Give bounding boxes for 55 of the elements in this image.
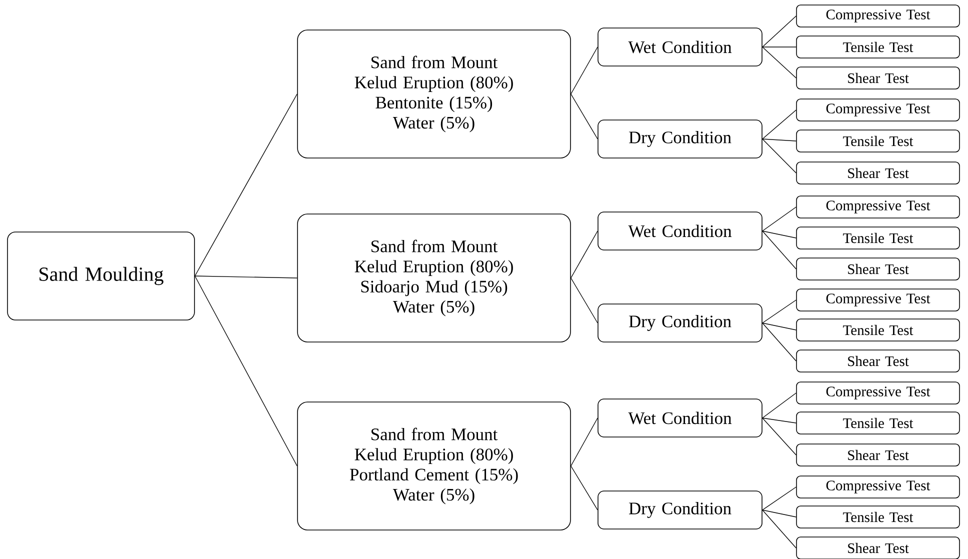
condition-box: Dry Condition: [598, 490, 762, 530]
connector-line: [762, 322, 796, 330]
connector-line: [762, 16, 796, 48]
test-box: Compressive Test: [796, 382, 960, 404]
connector-line: [762, 300, 796, 324]
connector-line: [762, 206, 796, 232]
connector-line: [762, 392, 796, 418]
test-box: Tensile Test: [796, 36, 960, 58]
condition-box: Wet Condition: [598, 28, 762, 66]
mixture-box: Sand from Mount Kelud Eruption (80%) Sidoarjo Mud (15%) Water (5%): [297, 214, 571, 342]
condition-box: Dry Condition: [598, 304, 762, 342]
connector-line: [570, 418, 598, 466]
test-box: Shear Test: [796, 162, 960, 184]
test-box: Shear Test: [796, 350, 960, 372]
connector-line: [762, 486, 796, 510]
test-box: Tensile Test: [796, 130, 960, 152]
connector-line: [762, 138, 796, 142]
test-box: Shear Test: [796, 444, 960, 466]
test-box: Shear Test: [796, 536, 960, 559]
connector-line: [194, 94, 298, 276]
connector-line: [762, 230, 796, 270]
connector-line: [570, 230, 598, 278]
connector-line: [762, 230, 796, 238]
connector-line: [762, 510, 796, 518]
connector-line: [762, 138, 796, 174]
connector-line: [570, 46, 598, 94]
mixture-box: Sand from Mount Kelud Eruption (80%) Bentonite (15%) Water (5%): [297, 30, 571, 158]
test-box: Tensile Test: [796, 506, 960, 528]
test-box: Tensile Test: [796, 226, 960, 250]
test-box: Shear Test: [796, 258, 960, 280]
condition-box: Wet Condition: [598, 398, 762, 438]
connector-line: [762, 418, 796, 424]
connector-line: [762, 46, 796, 78]
connector-line: [762, 510, 796, 548]
mixture-box: Sand from Mount Kelud Eruption (80%) Portland Cement (15%) Water (5%): [297, 402, 571, 530]
test-box: Shear Test: [796, 66, 960, 90]
connector-line: [762, 322, 796, 362]
test-box: Tensile Test: [796, 412, 960, 434]
test-box: Compressive Test: [796, 288, 960, 312]
test-box: Compressive Test: [796, 196, 960, 218]
connector-line: [194, 276, 298, 278]
connector-line: [762, 110, 796, 140]
connector-line: [570, 94, 598, 140]
connector-line: [194, 276, 298, 466]
test-box: Tensile Test: [796, 318, 960, 342]
condition-box: Dry Condition: [598, 120, 762, 158]
connector-line: [762, 46, 796, 48]
condition-box: Wet Condition: [598, 212, 762, 250]
connector-line: [570, 278, 598, 324]
root-box: Sand Moulding: [7, 232, 195, 320]
test-box: Compressive Test: [796, 476, 960, 498]
connector-line: [762, 418, 796, 456]
test-box: Compressive Test: [796, 4, 960, 28]
test-box: Compressive Test: [796, 98, 960, 122]
connector-line: [570, 466, 598, 510]
